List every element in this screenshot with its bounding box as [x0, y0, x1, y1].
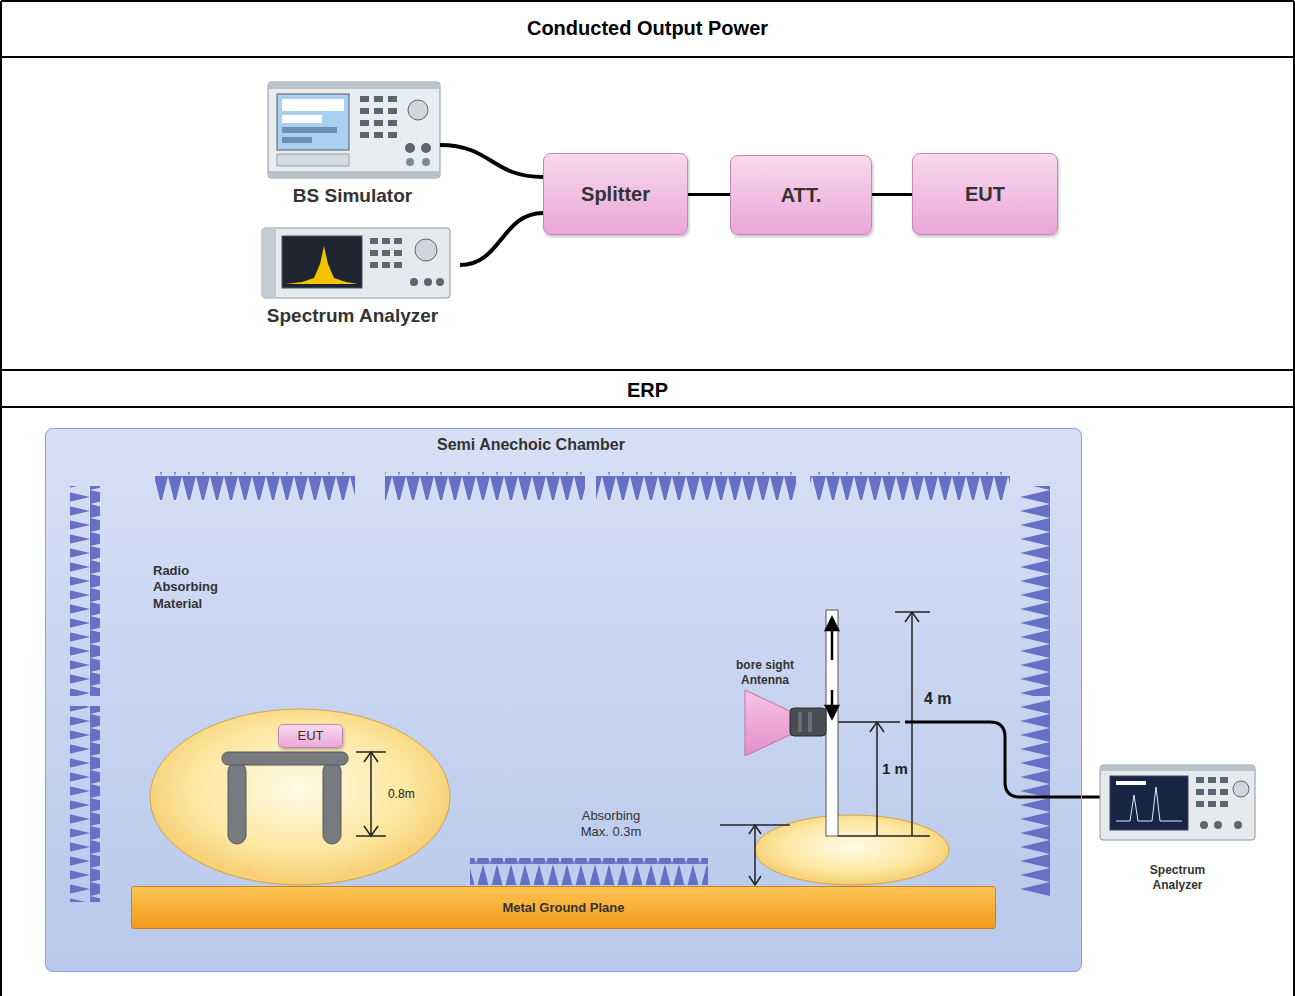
- mast-dimensions: [720, 612, 930, 885]
- dimension-label: 0.8m: [388, 787, 428, 802]
- node-text: Spectrum Analyzer: [1133, 863, 1223, 892]
- chamber-fill: [45, 428, 1082, 972]
- cable-connector: [872, 193, 912, 196]
- mast-travel-arrows: [826, 618, 838, 718]
- node-text: EUT: [298, 728, 324, 744]
- node-text: Metal Ground Plane: [502, 900, 624, 916]
- bs-simulator-icon: [268, 82, 440, 178]
- antenna-cable: [905, 722, 1100, 797]
- antenna-label: bore sight Antenna: [715, 658, 815, 688]
- eut-box: EUT: [912, 153, 1058, 235]
- eut-box: EUT: [278, 724, 343, 748]
- absorber-wedges: [70, 472, 1050, 902]
- eut-table: [222, 752, 348, 844]
- node-text: Spectrum Analyzer: [267, 305, 438, 328]
- bs-simulator: BS Simulator: [265, 80, 440, 210]
- ground-plane: Metal Ground Plane: [131, 886, 996, 929]
- height-dimension: [356, 752, 386, 836]
- spectrum-analyzer: Spectrum Analyzer: [245, 222, 460, 330]
- node-text: ATT.: [781, 183, 822, 207]
- absorber-label: Absorbing Max. 0.3m: [570, 808, 652, 841]
- material-label: Radio Absorbing Material: [153, 563, 233, 612]
- dimension-label: 4 m: [924, 689, 964, 709]
- node-text: Semi Anechoic Chamber: [46, 435, 1016, 454]
- spectrum-analyzer-icon: [1100, 765, 1255, 840]
- antenna-mast: [826, 610, 838, 836]
- section-heading: Conducted Output Power: [2, 16, 1293, 41]
- turntable: [150, 709, 450, 885]
- splitter-box: Splitter: [543, 153, 688, 235]
- section-heading: ERP: [2, 378, 1293, 403]
- spectrum-analyzer-icon: [262, 228, 450, 298]
- cable-connector: [440, 145, 543, 177]
- dimension-label: 1 m: [882, 760, 910, 779]
- attenuator-box: ATT.: [730, 155, 872, 235]
- cable-connector: [460, 213, 543, 265]
- horn-antenna: [745, 690, 826, 756]
- node-text: EUT: [965, 182, 1005, 206]
- spectrum-analyzer: Spectrum Analyzer: [1095, 762, 1260, 894]
- node-text: Splitter: [581, 182, 650, 206]
- node-text: BS Simulator: [293, 185, 412, 208]
- cable-connector: [688, 193, 730, 196]
